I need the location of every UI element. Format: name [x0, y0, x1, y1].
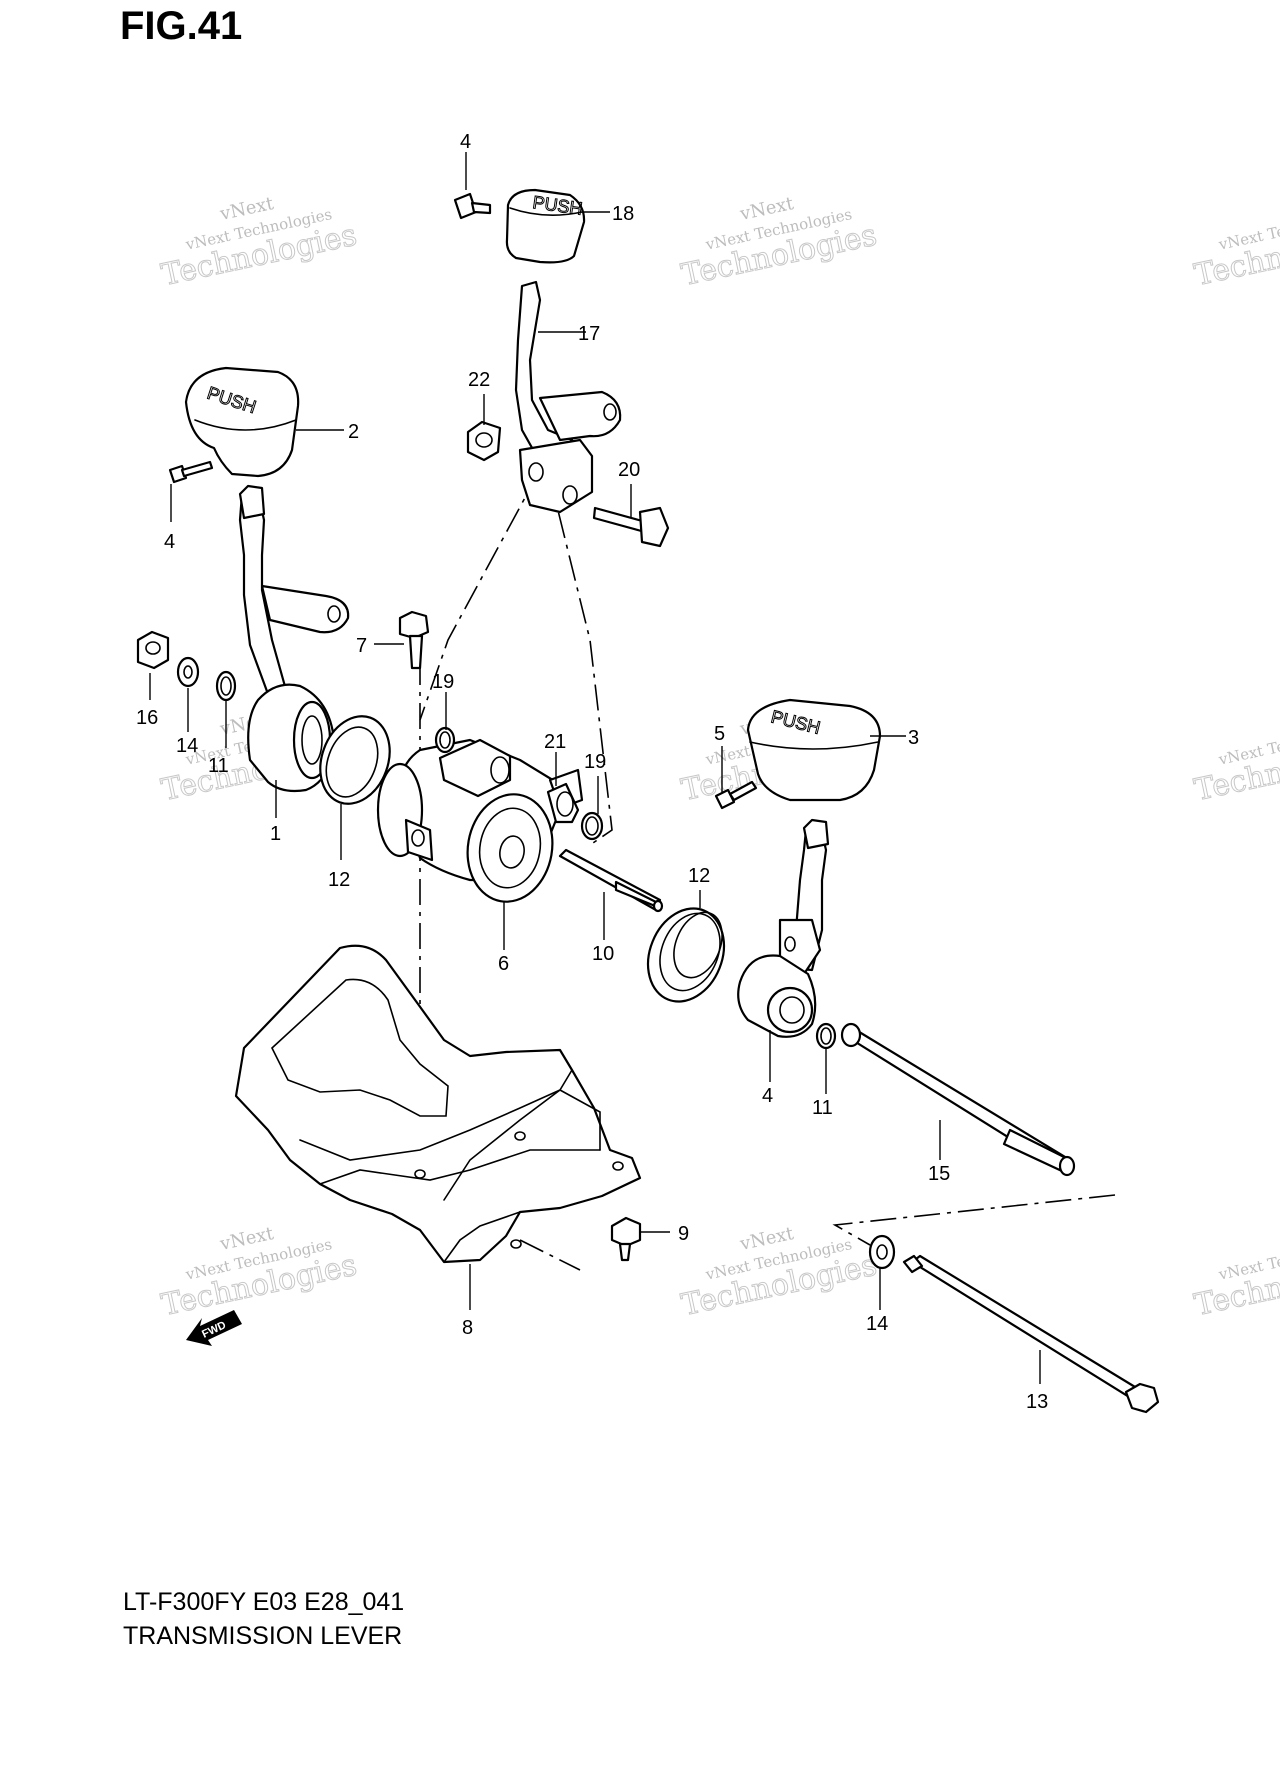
o-ring-part [215, 670, 237, 702]
screw-part [453, 192, 492, 220]
bolt-part [398, 610, 430, 670]
callout-1: 1 [270, 823, 281, 845]
callout-4-right: 5 [714, 723, 725, 745]
callout-6: 6 [498, 953, 509, 975]
callout-17: 17 [578, 323, 600, 345]
model-code-caption: LT-F300FY E03 E28_041 [123, 1588, 405, 1616]
callout-11-left: 11 [208, 755, 229, 777]
callout-20: 20 [618, 459, 640, 481]
leader-lines [149, 152, 1041, 1384]
callout-11-right: 11 [812, 1097, 833, 1119]
callout-10: 10 [592, 943, 614, 965]
shift-housing-part [376, 738, 584, 903]
callout-19-right: 19 [584, 751, 606, 773]
upper-lever-part [514, 280, 622, 514]
shift-knob-part: PUSH [746, 698, 882, 802]
nut-part [136, 630, 170, 670]
callout-15: 15 [928, 1163, 950, 1185]
seal-ring-part [646, 907, 726, 1003]
callout-14-left: 14 [176, 735, 198, 757]
callout-14-right: 14 [866, 1313, 888, 1335]
figure-title: FIG.41 [120, 4, 243, 48]
callout-5: 4 [762, 1085, 773, 1107]
collar-part [546, 782, 580, 824]
shaft-part [840, 1022, 1076, 1177]
diagram-name-caption: TRANSMISSION LEVER [123, 1622, 403, 1650]
callout-3: 3 [908, 727, 919, 749]
callout-18: 18 [612, 203, 634, 225]
callout-21: 21 [544, 731, 566, 753]
callout-13: 13 [1026, 1391, 1048, 1413]
mounting-bracket-part [234, 944, 642, 1264]
callout-22: 22 [468, 369, 490, 391]
callout-12-right: 12 [688, 865, 710, 887]
o-ring-part [434, 726, 456, 754]
callout-12-left: 12 [328, 869, 350, 891]
plug-cap-part: PUSH [505, 188, 586, 264]
seal-ring-part [319, 715, 391, 805]
callout-2: 2 [348, 421, 359, 443]
o-ring-part [815, 1022, 837, 1050]
long-bolt-part [902, 1254, 1160, 1414]
bolt-part [592, 506, 670, 548]
svg-text:FWD: FWD [200, 1319, 228, 1340]
washer-part [868, 1234, 896, 1270]
shift-knob-part: PUSH [184, 366, 300, 478]
callout-8: 8 [462, 1317, 473, 1339]
shaft-pin-part [558, 848, 664, 913]
callout-4-top: 4 [460, 131, 471, 153]
left-shift-lever-part [238, 484, 350, 793]
bolt-part [610, 1216, 642, 1262]
callout-7: 7 [356, 635, 367, 657]
washer-part [176, 656, 200, 688]
callout-19-left: 19 [432, 671, 454, 693]
right-shift-lever-part [737, 818, 830, 1038]
o-ring-part [580, 811, 604, 841]
screw-part [714, 780, 758, 810]
nut-part [466, 420, 502, 462]
callout-9: 9 [678, 1223, 689, 1245]
screw-part [168, 460, 214, 484]
callout-numbers: 4 18 17 22 20 2 4 7 16 14 11 1 12 19 21 … [136, 131, 1048, 1413]
callout-4-left: 4 [164, 531, 175, 553]
assembly-lines [419, 469, 1116, 1271]
callout-16: 16 [136, 707, 158, 729]
